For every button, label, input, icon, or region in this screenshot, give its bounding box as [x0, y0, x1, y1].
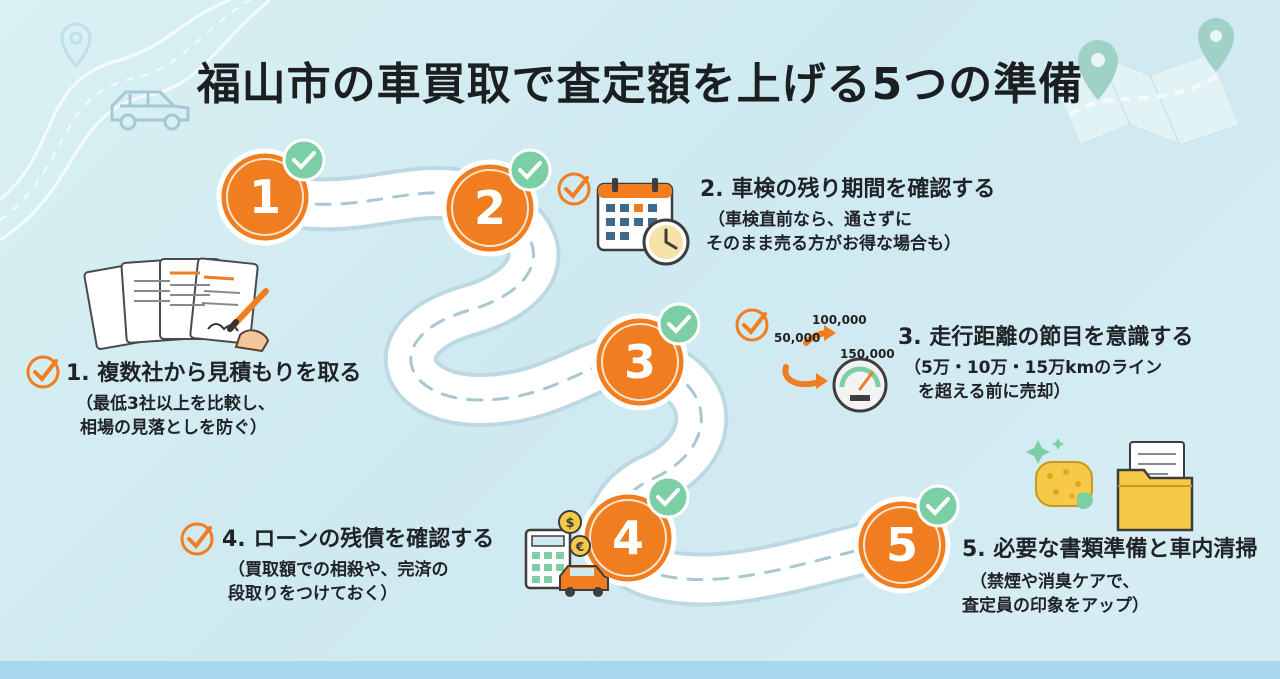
page-title: 福山市の車買取で査定額を上げる5つの準備	[196, 59, 1084, 110]
step-2-detail: （車検直前なら、通さずに	[708, 210, 912, 230]
step-3-text: 3. 走行距離の節目を意識する （5万・10万・15万kmのライン を超える前に…	[898, 324, 1193, 404]
step-4-detail: （買取額での相殺や、完済の	[228, 560, 449, 580]
calculator-car-icon: $ €	[524, 510, 609, 597]
step-4-heading: 4. ローンの残債を確認する	[222, 527, 495, 552]
svg-text:$: $	[565, 516, 574, 531]
step-5-detail: 査定員の印象をアップ）	[962, 596, 1149, 616]
milestone-number-4: 4	[611, 511, 644, 565]
step-3-heading: 3. 走行距離の節目を意識する	[898, 325, 1194, 350]
step-5-text: 5. 必要な書類準備と車内清掃 （禁煙や消臭ケアで、 査定員の印象をアップ）	[962, 536, 1257, 618]
check-badge-icon	[646, 475, 690, 519]
step-4-text: 4. ローンの残債を確認する （買取額での相殺や、完済の 段取りをつけておく）	[222, 526, 494, 606]
milestone-number-5: 5	[885, 518, 918, 572]
step-5-heading: 5. 必要な書類準備と車内清掃	[962, 537, 1258, 562]
milestone-number-1: 1	[248, 170, 281, 224]
decor-road-top-left	[0, 0, 271, 242]
step-3-detail: （5万・10万・15万kmのライン	[904, 358, 1163, 378]
milestone-number-2: 2	[473, 181, 506, 235]
location-pin-icon	[60, 22, 92, 69]
step-1-text: 1. 複数社から見積もりを取る （最低3社以上を比較し、 相場の見落としを防ぐ）	[66, 360, 361, 440]
step-5-detail: （禁煙や消臭ケアで、	[970, 572, 1140, 592]
step-2-detail: そのまま売る方がお得な場合も）	[706, 234, 961, 254]
milestone-number-3: 3	[623, 335, 656, 389]
bottom-band	[0, 661, 1280, 679]
step-2-text: 2. 車検の残り期間を確認する （車検直前なら、通さずに そのまま売る方がお得な…	[700, 176, 995, 256]
orange-check-icon	[26, 355, 60, 389]
calendar-clock-icon	[596, 178, 690, 266]
mileage-label-150000: 150,000	[840, 347, 895, 361]
check-badge-icon	[508, 148, 552, 192]
car-outline-icon	[110, 90, 190, 131]
orange-check-icon	[735, 308, 769, 342]
svg-text:€: €	[575, 540, 584, 554]
documents-pen-icon	[83, 257, 270, 353]
check-badge-icon	[916, 484, 960, 528]
check-badge-icon	[657, 302, 701, 346]
orange-check-icon	[180, 522, 214, 556]
mileage-label-100000: 100,000	[812, 313, 867, 327]
sponge-folder-icon	[1026, 438, 1194, 532]
orange-check-icon	[557, 172, 591, 206]
step-1-detail: 相場の見落としを防ぐ）	[80, 418, 267, 438]
milestone-2	[441, 159, 539, 257]
step-1-heading: 1. 複数社から見積もりを取る	[66, 361, 362, 386]
step-4-detail: 段取りをつけておく）	[228, 584, 398, 604]
step-1-detail: （最低3社以上を比較し、	[76, 394, 275, 414]
step-3-detail: を超える前に売却）	[918, 382, 1071, 402]
milestone-3	[591, 313, 689, 411]
mileage-gauge-icon	[782, 325, 888, 413]
step-2-heading: 2. 車検の残り期間を確認する	[700, 177, 996, 202]
map-pin-icon	[1078, 40, 1118, 100]
map-pin-icon	[1198, 18, 1234, 72]
mileage-label-50000: 50,000	[774, 331, 821, 345]
milestone-4	[579, 489, 677, 587]
check-badge-icon	[282, 138, 326, 182]
